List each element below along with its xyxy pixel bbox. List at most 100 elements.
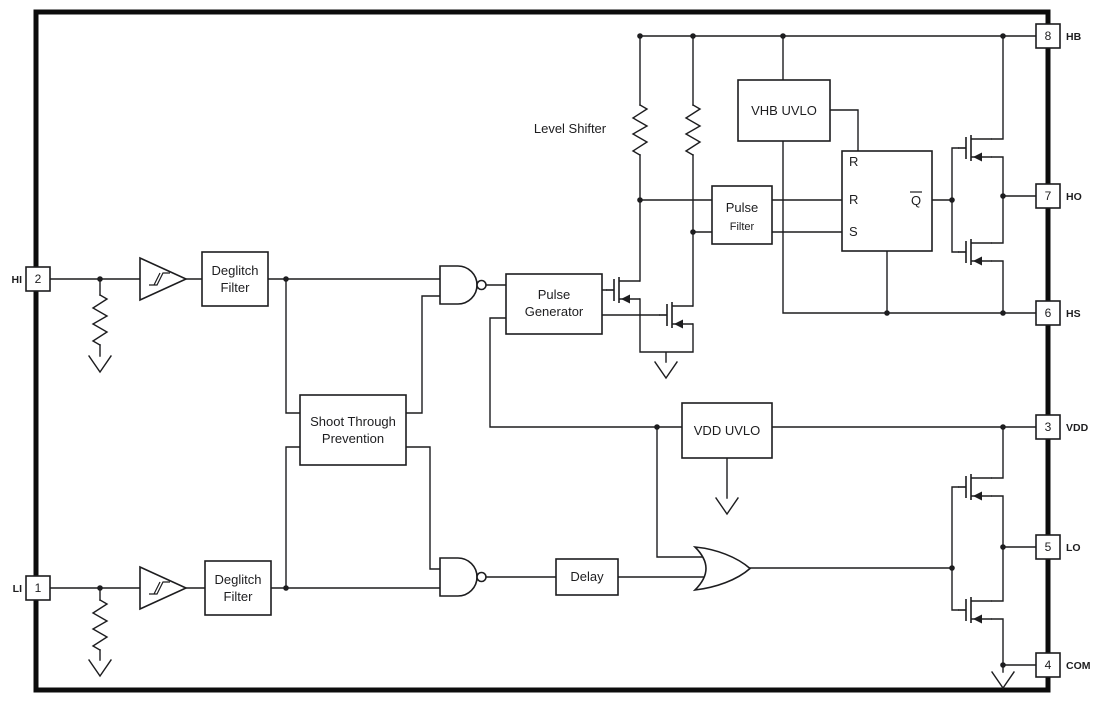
pin-hb: 8 HB bbox=[1035, 23, 1082, 49]
pin-box bbox=[1035, 534, 1061, 560]
net-hi bbox=[49, 278, 441, 414]
pin-com: 4 COM bbox=[1035, 652, 1091, 678]
level-shift-nmos-right bbox=[658, 301, 694, 330]
level-shift-nmos-left bbox=[605, 276, 641, 305]
low-side-driver-top-fet bbox=[957, 473, 993, 502]
pin-label: LO bbox=[1066, 542, 1081, 554]
block-label: VDD UVLO bbox=[694, 423, 760, 438]
block-label: Pulse bbox=[538, 287, 571, 302]
net-hs bbox=[782, 140, 1037, 314]
schmitt-buffer-li bbox=[139, 565, 188, 611]
pin-box bbox=[1035, 414, 1061, 440]
pin-vdd: 3 VDD bbox=[1035, 414, 1089, 440]
pin-box bbox=[25, 575, 51, 601]
delay-block: Delay bbox=[555, 558, 619, 596]
latch-input-r: R bbox=[849, 192, 858, 207]
pulse-filter-block: Pulse Filter bbox=[711, 185, 773, 245]
ground-icon bbox=[88, 355, 112, 374]
vdd-uvlo-block: VDD UVLO bbox=[681, 402, 773, 459]
high-side-driver-bottom-fet bbox=[957, 238, 993, 267]
net-pulse-generator-outputs bbox=[601, 289, 660, 316]
pin-label: COM bbox=[1066, 660, 1091, 672]
hi-pulldown-resistor bbox=[91, 294, 109, 346]
ground-icon bbox=[715, 497, 739, 516]
nand-gate-bottom bbox=[439, 557, 487, 597]
pin-box bbox=[1035, 23, 1061, 49]
block-label: Filter bbox=[730, 221, 755, 233]
junction-dot bbox=[1000, 33, 1006, 39]
junction-dot bbox=[1000, 310, 1006, 316]
low-side-driver-bottom-fet bbox=[957, 596, 993, 625]
block-label: Shoot Through bbox=[310, 414, 396, 429]
junction-dot bbox=[1000, 424, 1006, 430]
hysteresis-icon bbox=[149, 272, 170, 286]
block-label: Deglitch bbox=[215, 572, 262, 587]
transistors bbox=[605, 134, 993, 625]
pin-label: LI bbox=[13, 583, 22, 595]
block-label: Filter bbox=[224, 589, 254, 604]
pin-number: 3 bbox=[1045, 420, 1052, 434]
level-shifter-resistor-left bbox=[631, 104, 649, 156]
level-shifter-resistor-right bbox=[684, 104, 702, 156]
pin-number: 2 bbox=[35, 272, 42, 286]
hysteresis-icon bbox=[149, 581, 170, 595]
junction-dot bbox=[637, 197, 643, 203]
net-shoot-through-outputs bbox=[405, 295, 441, 570]
junction-dots bbox=[97, 33, 1006, 668]
junction-dot bbox=[637, 33, 643, 39]
block-label: Pulse bbox=[726, 200, 759, 215]
net-com bbox=[991, 618, 1037, 673]
pin-number: 4 bbox=[1045, 658, 1052, 672]
latch-input-s: S bbox=[849, 224, 858, 239]
pin-label: HB bbox=[1066, 31, 1082, 43]
net-nand-outputs bbox=[485, 284, 557, 578]
deglitch-filter-hi-block: Deglitch Filter bbox=[201, 251, 269, 307]
ground-icon bbox=[88, 659, 112, 678]
junction-dot bbox=[949, 565, 955, 571]
pin-box bbox=[25, 266, 51, 292]
li-pulldown-resistor bbox=[91, 599, 109, 651]
junction-dot bbox=[1000, 544, 1006, 550]
block-label: Filter bbox=[221, 280, 251, 295]
or-gate bbox=[692, 545, 752, 592]
net-vdd bbox=[489, 317, 1037, 558]
junction-dot bbox=[283, 276, 289, 282]
pin-number: 7 bbox=[1045, 189, 1052, 203]
block-label: VHB UVLO bbox=[751, 103, 817, 118]
latch-input-r-top: R bbox=[849, 154, 858, 169]
net-hb bbox=[639, 35, 1037, 140]
schmitt-buffer-hi bbox=[139, 256, 188, 302]
pin-label: HS bbox=[1066, 308, 1081, 320]
vhb-uvlo-block: VHB UVLO bbox=[737, 79, 831, 142]
net-li bbox=[49, 446, 441, 661]
pin-label: HO bbox=[1066, 191, 1082, 203]
ground-symbols bbox=[88, 355, 1015, 690]
junction-dot bbox=[780, 33, 786, 39]
pin-number: 5 bbox=[1045, 540, 1052, 554]
latch-output-qbar: Q bbox=[911, 193, 921, 208]
level-shifter-label: Level Shifter bbox=[534, 121, 607, 136]
pin-hs: 6 HS bbox=[1035, 300, 1081, 326]
high-side-driver-top-fet bbox=[957, 134, 993, 163]
nand-gate-top bbox=[439, 265, 487, 305]
junction-dot bbox=[97, 585, 103, 591]
junction-dot bbox=[690, 229, 696, 235]
pin-li: 1 LI bbox=[13, 575, 51, 601]
junction-dot bbox=[1000, 193, 1006, 199]
pin-lo: 5 LO bbox=[1035, 534, 1081, 560]
junction-dot bbox=[654, 424, 660, 430]
pin-box bbox=[1035, 300, 1061, 326]
pin-label: VDD bbox=[1066, 422, 1089, 434]
wires bbox=[49, 35, 1037, 673]
net-level-shifter bbox=[639, 35, 713, 363]
deglitch-filter-li-block: Deglitch Filter bbox=[204, 560, 272, 616]
pin-number: 6 bbox=[1045, 306, 1052, 320]
inverter-bubble bbox=[476, 571, 487, 583]
net-ho bbox=[991, 156, 1037, 244]
junction-dot bbox=[884, 310, 890, 316]
block-label: Deglitch bbox=[212, 263, 259, 278]
ground-icon bbox=[654, 361, 678, 380]
shoot-through-prevention-block: Shoot Through Prevention bbox=[299, 394, 407, 466]
pin-ho: 7 HO bbox=[1035, 183, 1082, 209]
